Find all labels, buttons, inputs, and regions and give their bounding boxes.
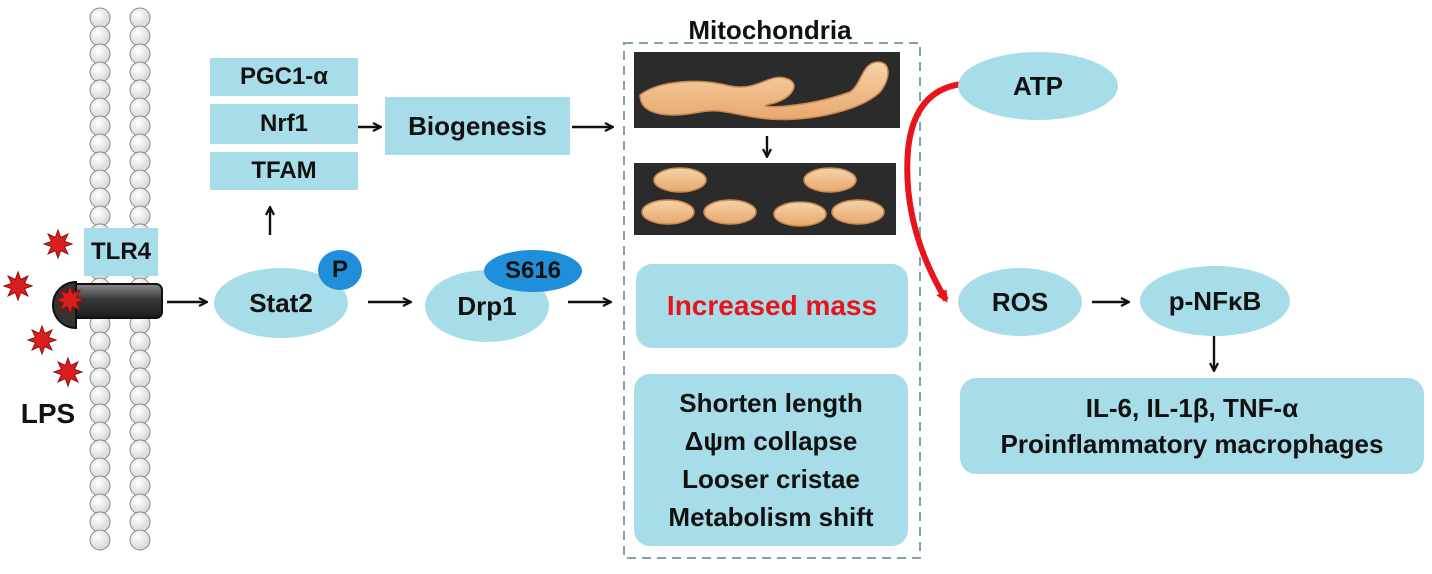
membrane-bead xyxy=(129,349,151,371)
macrophages-label: Proinflammatory macrophages xyxy=(1000,428,1384,459)
membrane-bead xyxy=(89,493,111,515)
membrane-bead xyxy=(129,79,151,101)
membrane-bead xyxy=(89,331,111,353)
cytokines-label: IL-6, IL-1β, TNF-α xyxy=(1085,392,1299,423)
mitochondrion-fragment-icon xyxy=(653,167,707,193)
membrane-bead xyxy=(89,205,111,227)
membrane-bead xyxy=(89,457,111,479)
membrane-bead xyxy=(89,43,111,65)
membrane-bead xyxy=(89,133,111,155)
membrane-bead xyxy=(129,403,151,425)
tfam-label: TFAM xyxy=(210,152,358,190)
membrane-bead xyxy=(89,421,111,443)
membrane-bead xyxy=(89,403,111,425)
mitochondria-title: Mitochondria xyxy=(688,14,852,45)
pgc1a-label: PGC1-α xyxy=(210,58,358,96)
lps-molecules xyxy=(2,228,86,388)
effect-metabolism-shift: Metabolism shift xyxy=(668,501,874,532)
arrow-atp-to-ros xyxy=(904,81,963,303)
membrane-bead xyxy=(129,385,151,407)
cell-membrane xyxy=(89,7,151,551)
membrane-bead xyxy=(129,7,151,29)
effect-membrane-potential: Δψm collapse xyxy=(684,425,858,456)
membrane-bead xyxy=(129,25,151,47)
membrane-bead xyxy=(129,457,151,479)
mitochondrion-fragment-icon xyxy=(773,201,827,227)
membrane-bead xyxy=(129,493,151,515)
membrane-bead xyxy=(89,25,111,47)
cytokines-box: IL-6, IL-1β, TNF-α Proinflammatory macro… xyxy=(960,378,1424,474)
nrf1-label: Nrf1 xyxy=(210,104,358,144)
lps-star-icon xyxy=(26,324,58,356)
membrane-bead xyxy=(89,349,111,371)
membrane-bead xyxy=(89,475,111,497)
membrane-bead xyxy=(129,43,151,65)
mitochondrion-fragment-icon xyxy=(803,167,857,193)
membrane-bead xyxy=(89,511,111,533)
membrane-bead xyxy=(89,169,111,191)
membrane-bead xyxy=(89,7,111,29)
membrane-bead xyxy=(129,439,151,461)
lps-star-icon xyxy=(52,356,84,388)
membrane-bead xyxy=(129,115,151,137)
membrane-bead xyxy=(129,61,151,83)
pnfkb-node: p-NFκB xyxy=(1140,266,1290,336)
fragmented-mitochondria-icons xyxy=(641,167,885,227)
stat2-node: Stat2 xyxy=(214,268,348,338)
mitochondria-effects-box: Shorten length Δψm collapse Looser crist… xyxy=(634,374,908,546)
mitochondrion-fragment-icon xyxy=(703,199,757,225)
membrane-bead xyxy=(89,187,111,209)
membrane-bead xyxy=(89,61,111,83)
mitochondrion-fragment-icon xyxy=(831,199,885,225)
membrane-bead xyxy=(129,169,151,191)
s616-badge: S616 xyxy=(484,250,582,292)
elongated-mitochondrion-icon xyxy=(639,61,889,121)
increased-mass-label: Increased mass xyxy=(636,264,908,348)
membrane-bead xyxy=(89,529,111,551)
phospho-badge: P xyxy=(318,250,362,290)
mitochondrion-fragment-icon xyxy=(641,199,695,225)
effect-shorten-length: Shorten length xyxy=(679,387,863,418)
membrane-bead xyxy=(89,151,111,173)
membrane-bead xyxy=(129,187,151,209)
membrane-bead xyxy=(129,331,151,353)
membrane-bead xyxy=(89,367,111,389)
effect-looser-cristae: Looser cristae xyxy=(682,463,860,494)
biogenesis-label: Biogenesis xyxy=(385,97,570,155)
membrane-bead xyxy=(129,529,151,551)
membrane-bead xyxy=(129,97,151,119)
lps-star-icon xyxy=(42,228,74,260)
tlr4-receptor-icon xyxy=(71,283,163,319)
membrane-bead xyxy=(89,385,111,407)
membrane-bead xyxy=(129,133,151,155)
atp-node: ATP xyxy=(958,52,1118,120)
membrane-bead xyxy=(129,475,151,497)
lps-star-icon xyxy=(54,284,86,316)
membrane-bead xyxy=(129,511,151,533)
lps-star-icon xyxy=(2,270,34,302)
membrane-bead xyxy=(129,367,151,389)
lps-label: LPS xyxy=(20,398,76,429)
membrane-bead xyxy=(129,205,151,227)
membrane-bead xyxy=(129,421,151,443)
membrane-bead xyxy=(89,439,111,461)
membrane-bead xyxy=(89,97,111,119)
membrane-bead xyxy=(89,115,111,137)
membrane-bead xyxy=(89,79,111,101)
ros-node: ROS xyxy=(958,268,1082,336)
tlr4-label: TLR4 xyxy=(84,228,158,276)
membrane-bead xyxy=(129,151,151,173)
